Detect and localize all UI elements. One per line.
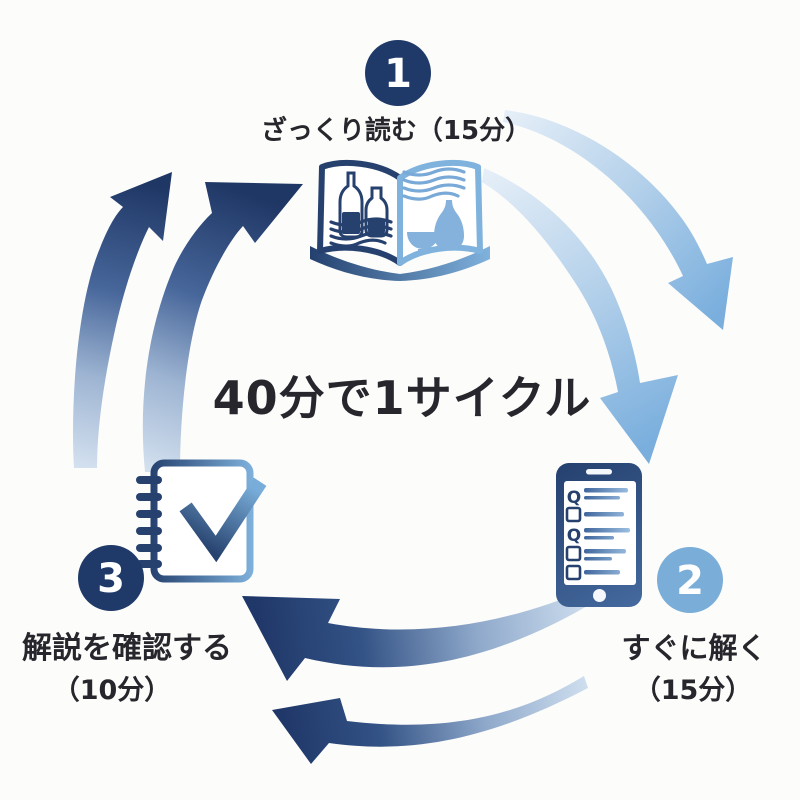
step3-label-line1: 解説を確認する (22, 631, 232, 666)
arrow-bottom-lower (272, 676, 588, 764)
step2-label-line1: すぐに解く (621, 631, 766, 665)
arrow-right-outer (503, 110, 733, 330)
book-right-page-content (402, 167, 466, 252)
step2-label-line2: （15分） (634, 675, 753, 706)
step3-number: 3 (97, 556, 125, 602)
step1-label: ざっくり読む（15分） (261, 115, 531, 146)
phone-quiz-list: Q Q (565, 488, 630, 581)
step3-label-line2: （10分） (53, 675, 172, 706)
quiz-checkbox-1 (565, 506, 582, 523)
arrow-bottom-upper (242, 590, 589, 681)
smartphone-quiz-icon: Q Q (556, 463, 642, 607)
step1-number-circle (365, 40, 431, 106)
step2-number: 2 (676, 558, 704, 604)
checkmark-icon (179, 477, 267, 563)
arrow-step3-to-step1 (73, 172, 303, 472)
step3-number-circle (78, 545, 144, 611)
book-left-page-content (329, 171, 393, 248)
open-book-icon (310, 160, 490, 281)
step3-badge: 3 (78, 545, 144, 611)
quiz-q-marker-1: Q (567, 488, 581, 508)
step2-number-circle (657, 547, 723, 613)
center-title: 40分で1サイクル (213, 371, 592, 425)
phone-speaker (586, 469, 612, 475)
arrow-left-outer (73, 172, 172, 468)
notebook-spiral-rings (136, 476, 162, 568)
quiz-checkbox-2 (565, 545, 582, 562)
quiz-checkbox-3 (565, 564, 582, 581)
arrow-left-inner (142, 182, 303, 472)
book-base (310, 246, 490, 281)
step2-badge: 2 (657, 547, 723, 613)
arrow-step2-to-step3 (242, 590, 589, 764)
phone-screen (564, 481, 636, 585)
notebook-check-icon (136, 459, 267, 583)
phone-home-button (593, 589, 606, 602)
step1-number: 1 (384, 51, 412, 97)
arrow-right-inner (482, 168, 678, 464)
step1-badge: 1 (365, 40, 431, 106)
sake-flask (434, 200, 464, 250)
sake-cup (407, 232, 439, 252)
quiz-q-marker-2: Q (567, 526, 581, 546)
arrow-step1-to-step2 (482, 110, 733, 464)
